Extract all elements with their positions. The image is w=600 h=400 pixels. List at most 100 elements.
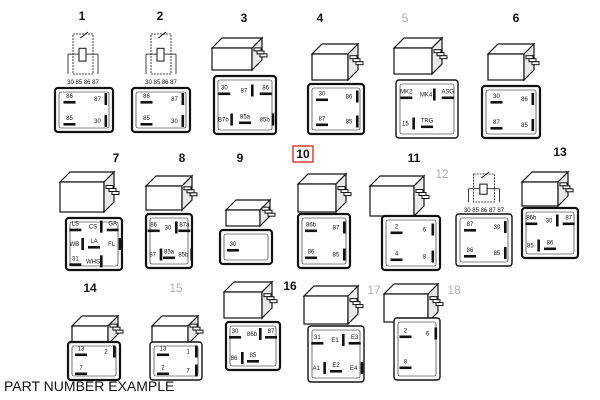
housing-front bbox=[303, 295, 349, 325]
pin-label: 85b bbox=[178, 253, 189, 259]
pin-blade bbox=[175, 221, 178, 234]
pin-blade bbox=[400, 96, 413, 100]
pin-label: MK4 bbox=[420, 93, 433, 99]
pin-footprint bbox=[307, 325, 365, 383]
pin-footprint bbox=[144, 212, 194, 270]
pin-blade bbox=[537, 239, 540, 252]
pin-label: 30 bbox=[165, 226, 172, 232]
pin-blade bbox=[360, 362, 364, 374]
pin-blade bbox=[490, 101, 503, 104]
pin-blade bbox=[323, 362, 326, 374]
pin-blade bbox=[399, 366, 412, 370]
pin-label: 7 bbox=[186, 369, 190, 375]
pin-label: 30 bbox=[494, 225, 501, 231]
pin-footprint bbox=[380, 214, 442, 272]
pin-label: 86 bbox=[231, 356, 238, 362]
pin-blade bbox=[195, 345, 198, 358]
pin-blade bbox=[75, 372, 87, 376]
pin-label: A1 bbox=[313, 366, 321, 372]
pin-blade bbox=[229, 336, 241, 339]
terminal-blade bbox=[355, 61, 364, 66]
pin-label: 30 bbox=[546, 219, 553, 225]
pin-footprint bbox=[66, 340, 122, 382]
pin-label: 30 bbox=[171, 119, 178, 125]
pin-label: 87 bbox=[319, 117, 326, 123]
pin-blade bbox=[181, 93, 185, 105]
pin-footprint-inner bbox=[71, 345, 117, 377]
pin-label: 85a bbox=[164, 250, 175, 256]
pin-blade bbox=[113, 345, 116, 358]
terminal-blade bbox=[259, 53, 268, 58]
pin-blade bbox=[464, 255, 476, 258]
pin-label: LS bbox=[72, 222, 79, 228]
pin-blade bbox=[390, 258, 403, 262]
pin-label: 86b bbox=[306, 223, 317, 229]
terminal-blade bbox=[439, 55, 448, 60]
pin-label: 85a bbox=[240, 115, 251, 121]
relay-number: 17 bbox=[367, 283, 381, 297]
pin-blade bbox=[100, 220, 103, 233]
pin-label: 87 bbox=[467, 222, 474, 228]
top-pin-labels: 30 85 86 87 87 bbox=[464, 208, 505, 214]
pin-blade bbox=[316, 123, 328, 127]
pin-footprint bbox=[393, 317, 441, 381]
pin-blade bbox=[431, 250, 435, 263]
pin-blade bbox=[147, 229, 160, 233]
pin-label: 13 bbox=[78, 347, 85, 353]
pin-label: 2 bbox=[404, 329, 408, 335]
pin-footprint-inner bbox=[229, 325, 277, 367]
pin-label: 2 bbox=[395, 225, 399, 231]
terminal-blade bbox=[111, 191, 120, 195]
relay-number: 13 bbox=[553, 145, 567, 159]
pin-footprint-inner bbox=[397, 321, 437, 377]
pin-footprint-inner bbox=[301, 217, 347, 265]
pin-label: 86b bbox=[526, 216, 537, 222]
pin-blade bbox=[195, 364, 198, 377]
pin-label: 85 bbox=[250, 353, 257, 359]
pin-label: 31 bbox=[314, 335, 321, 341]
pin-label: 85 bbox=[346, 120, 353, 126]
selected-highlight bbox=[292, 145, 314, 163]
housing-front bbox=[369, 185, 415, 217]
pin-blade bbox=[356, 90, 359, 103]
pin-label: 8 bbox=[404, 360, 408, 366]
pin-footprint bbox=[212, 74, 278, 136]
terminal-blade bbox=[421, 195, 430, 199]
relay-number: 18 bbox=[447, 283, 461, 297]
pin-footprint-inner bbox=[153, 345, 199, 377]
pin-blade bbox=[63, 123, 76, 126]
pin-blade bbox=[81, 238, 84, 250]
pin-blade bbox=[140, 101, 153, 104]
top-pin-labels: 30 85 86 87 bbox=[145, 80, 177, 86]
pin-blade bbox=[412, 117, 415, 130]
pin-label: 1 bbox=[186, 350, 190, 356]
pin-footprint-inner bbox=[485, 89, 537, 135]
pin-label: 86 bbox=[467, 248, 474, 254]
pin-blade bbox=[271, 113, 275, 126]
pin-label: 87 bbox=[333, 226, 340, 232]
pin-footprint bbox=[520, 206, 580, 260]
pin-label: E2 bbox=[332, 363, 340, 369]
pin-blade bbox=[259, 92, 272, 96]
switch-contact bbox=[481, 171, 490, 179]
pin-blade bbox=[504, 247, 507, 259]
pin-blade bbox=[106, 228, 119, 232]
pin-blade bbox=[343, 221, 346, 234]
coil-symbol bbox=[78, 47, 87, 62]
relay-number: 11 bbox=[408, 151, 421, 165]
pin-label: 86b bbox=[247, 332, 258, 338]
housing-front bbox=[211, 47, 253, 71]
pin-blade bbox=[356, 115, 359, 128]
